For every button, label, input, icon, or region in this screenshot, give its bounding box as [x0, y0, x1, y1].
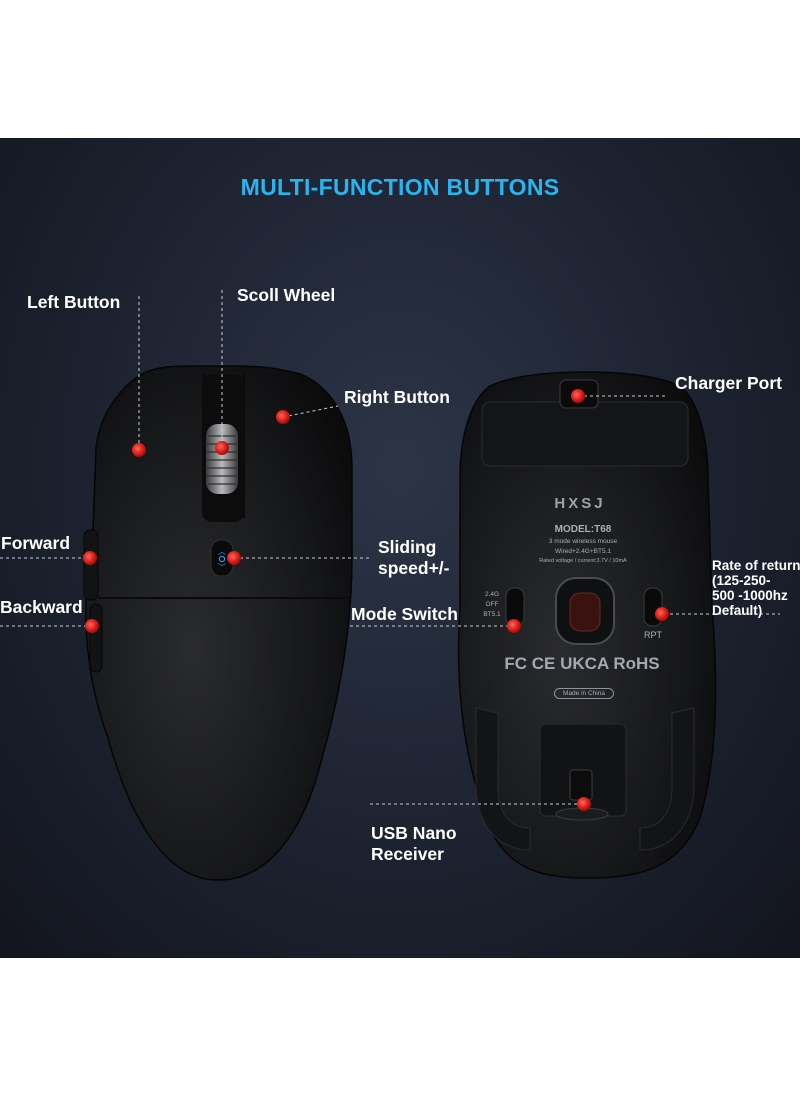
certification-marks: FC CE UKCA RoHS [504, 654, 660, 673]
label-scroll-wheel: Scoll Wheel [237, 285, 336, 305]
switch-pos-bt: BT5.1 [483, 611, 501, 618]
marker-usb-receiver [577, 797, 591, 811]
switch-pos-off: OFF [485, 601, 499, 608]
mouse-bottom-view [457, 371, 717, 879]
spec-line-1: 3 mode wireless mouse [548, 538, 618, 545]
top-skate [481, 401, 689, 467]
label-rate-line1: Rate of return [712, 558, 800, 573]
label-sliding-speed: Sliding speed+/- [378, 537, 450, 579]
callout-markers [83, 389, 669, 811]
spec-line-2: Wired+2.4G+BT5.1 [555, 548, 611, 555]
marker-forward [83, 551, 97, 565]
marker-sliding-speed [227, 551, 241, 565]
product-illustration: ︿ ﹀ [0, 290, 780, 881]
sensor-lens [569, 592, 601, 632]
label-rate-line2: (125-250- [712, 573, 771, 588]
switch-pos-24g: 2.4G [484, 591, 500, 598]
right-skate [639, 707, 695, 851]
marker-mode-switch [507, 619, 521, 633]
leader-lines [0, 290, 780, 805]
spec-line-3: Rated voltage / current:3.7V / 10mA [539, 558, 627, 564]
label-rate-line4: Default) [712, 603, 763, 618]
label-mode-switch: Mode Switch [351, 604, 458, 624]
marker-backward [85, 619, 99, 633]
label-backward: Backward [0, 597, 83, 617]
label-usb-line1: USB Nano [371, 823, 457, 843]
page-title: MULTI-FUNCTION BUTTONS [240, 174, 560, 200]
mouse-top-body [85, 365, 353, 881]
left-skate [475, 707, 531, 851]
marker-left-button [132, 443, 146, 457]
label-sliding-speed-line2: speed+/- [378, 558, 450, 578]
label-left-button: Left Button [27, 292, 121, 312]
backward-side-button [89, 603, 103, 673]
brand-logo: HXSJ [554, 495, 606, 512]
svg-text:︿: ︿ [218, 547, 226, 556]
label-forward: Forward [1, 533, 71, 553]
label-rate-of-return: Rate of return (125-250- 500 -1000hz Def… [712, 558, 800, 618]
label-usb-line2: Receiver [371, 844, 444, 864]
label-charger-port: Charger Port [675, 373, 782, 393]
forward-side-button [83, 529, 99, 601]
marker-scroll-wheel [215, 441, 229, 455]
label-sliding-speed-line1: Sliding [378, 537, 437, 557]
product-panel: ︿ ﹀ [0, 138, 800, 958]
wheel-grip [207, 435, 237, 485]
label-rate-line3: 500 -1000hz [712, 588, 788, 603]
made-in-badge: Made in China [554, 688, 614, 699]
marker-rate-of-return [655, 607, 669, 621]
label-usb-receiver: USB Nano Receiver [371, 823, 457, 865]
marker-charger-port [571, 389, 585, 403]
rpt-label: RPT [644, 630, 662, 640]
switch-position-labels: 2.4G OFF BT5.1 [480, 590, 504, 620]
model-text: MODEL:T68 [554, 524, 612, 535]
usb-nano-receiver [569, 769, 593, 801]
label-right-button: Right Button [344, 387, 450, 407]
svg-text:﹀: ﹀ [218, 563, 226, 572]
marker-right-button [276, 410, 290, 424]
